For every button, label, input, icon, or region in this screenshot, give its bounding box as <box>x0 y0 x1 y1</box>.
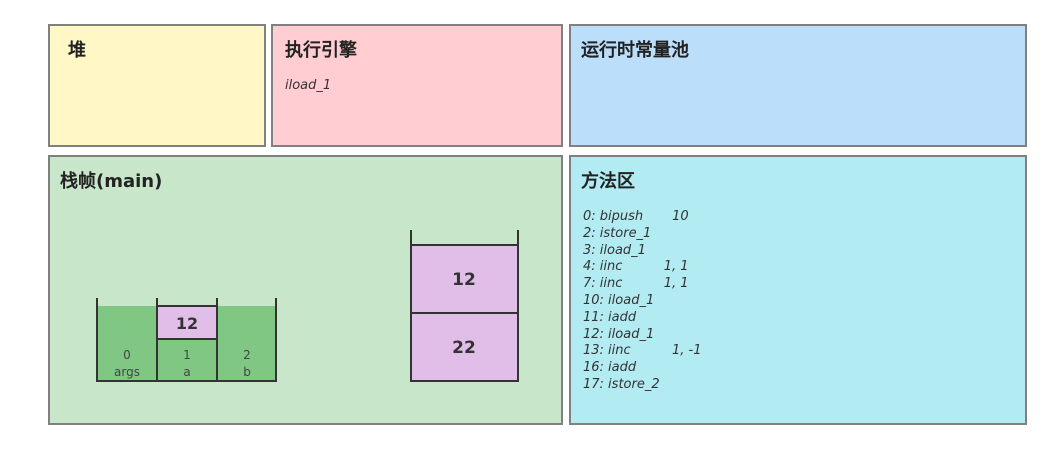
current-instruction: iload_1 <box>285 78 332 93</box>
operand-stack-value: 12 <box>452 270 476 290</box>
operand-stack-value: 22 <box>452 338 476 358</box>
local-slot-0-index: 0 <box>123 348 131 362</box>
bytecode-line: 11: iadd <box>583 309 637 325</box>
bytecode-line: 0: bipush 10 <box>583 209 689 224</box>
bytecode-line: 10: iload_1 <box>583 292 655 308</box>
bytecode-line: 4: iinc 1, 1 <box>583 259 689 275</box>
local-variable-table: 12 0 args 1 a 2 b <box>96 298 277 382</box>
local-slot-0 <box>97 306 157 381</box>
bytecode-line: 7: iinc 1, 1 <box>583 276 689 292</box>
local-table-outline <box>96 298 277 382</box>
local-slot-1-name: a <box>183 365 190 379</box>
bytecode-line: 12: iload_1 <box>583 326 655 342</box>
operand-stack-outline <box>410 230 519 382</box>
local-slot-1-index: 1 <box>183 348 191 362</box>
frame-title: 栈帧(main) <box>60 171 163 192</box>
local-slot-2-name: b <box>243 365 251 379</box>
engine-title: 执行引擎 <box>285 40 357 61</box>
local-slot-2 <box>217 306 276 381</box>
bytecode-list: 0: bipush 10 2: istore_1 3: iload_1 4: i… <box>583 209 702 394</box>
bytecode-line: 2: istore_1 <box>583 225 652 241</box>
local-slot-0-name: args <box>114 365 140 379</box>
bytecode-line: 3: iload_1 <box>583 242 646 258</box>
local-slot-1 <box>157 339 217 381</box>
bytecode-line: 17: istore_2 <box>583 376 660 392</box>
heap-panel: 堆 <box>48 24 266 147</box>
local-slot-2-index: 2 <box>243 348 251 362</box>
bytecode-line: 16: iadd <box>583 360 637 376</box>
heap-title: 堆 <box>68 40 86 61</box>
runtime-constant-pool-panel: 运行时常量池 <box>569 24 1027 147</box>
method-title: 方法区 <box>581 171 635 192</box>
operand-stack: 12 22 <box>410 230 519 382</box>
pool-title: 运行时常量池 <box>581 40 689 61</box>
operand-stack-item <box>410 244 519 314</box>
local-slot-1-value: 12 <box>176 314 198 333</box>
method-area-panel: 方法区 0: bipush 10 2: istore_1 3: iload_1 … <box>569 155 1027 425</box>
execution-engine-panel: 执行引擎 iload_1 <box>271 24 563 147</box>
bytecode-line: 13: iinc 1, -1 <box>583 343 702 359</box>
